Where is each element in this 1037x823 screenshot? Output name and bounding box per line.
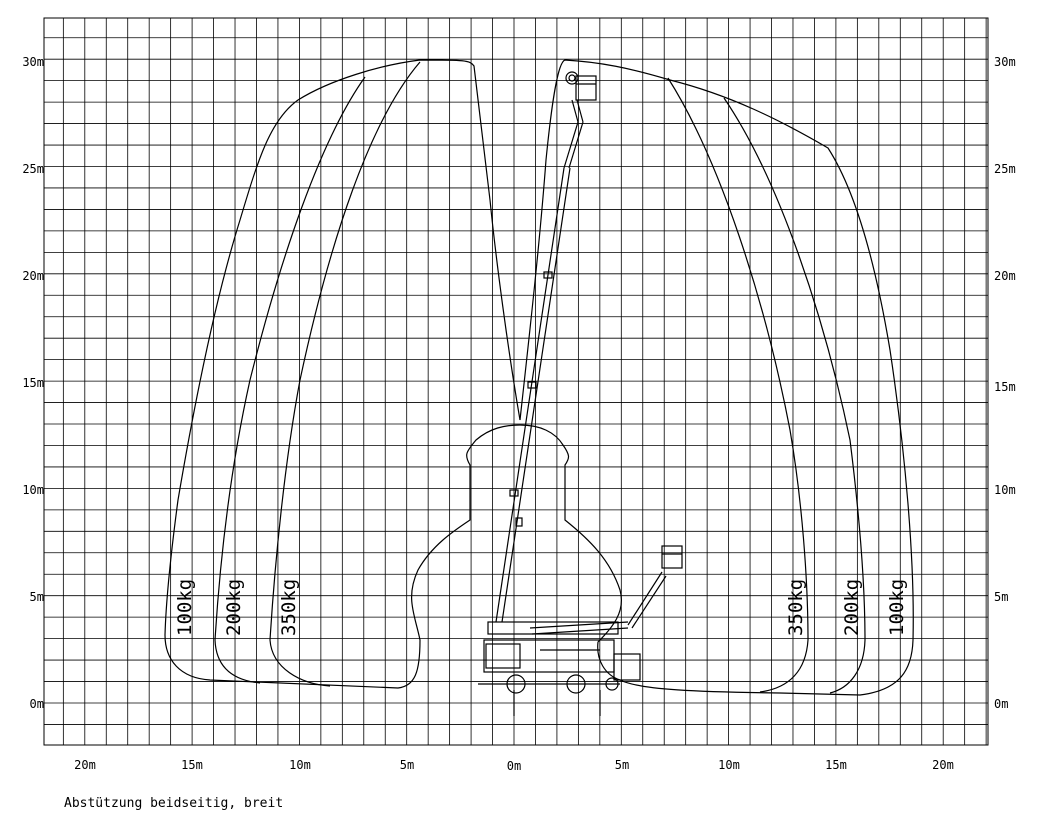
zone-label-right-100kg: 100kg — [886, 579, 908, 636]
x-tick-center-0: 0m — [507, 759, 521, 773]
truck-cab — [485, 643, 521, 669]
zone-boundary-350kg-left — [269, 61, 421, 687]
y-tick-left-0: 0m — [30, 697, 44, 711]
x-tick-left-10: 10m — [289, 758, 311, 772]
y-tick-left-30: 30m — [22, 55, 44, 69]
zone-label-right-350kg: 350kg — [785, 579, 807, 636]
x-tick-right-20: 20m — [932, 758, 954, 772]
y-tick-right-30: 30m — [994, 55, 1016, 69]
x-tick-right-5: 5m — [615, 758, 629, 772]
truck-chassis — [478, 545, 683, 716]
zone-label-left-200kg: 200kg — [223, 579, 245, 636]
y-tick-right-25: 25m — [994, 162, 1016, 176]
x-tick-left-5: 5m — [400, 758, 414, 772]
y-tick-right-20: 20m — [994, 269, 1016, 283]
y-tick-left-25: 25m — [22, 162, 44, 176]
zone-label-left-100kg: 100kg — [174, 579, 196, 636]
x-tick-right-15: 15m — [825, 758, 847, 772]
zone-label-right-200kg: 200kg — [841, 579, 863, 636]
y-tick-right-0: 0m — [994, 697, 1008, 711]
zone-boundary-200kg-left — [214, 76, 366, 684]
platform-basket-side — [661, 545, 683, 569]
y-tick-left-20: 20m — [22, 269, 44, 283]
outer-envelope-left — [164, 59, 521, 689]
y-tick-left-10: 10m — [22, 483, 44, 497]
zone-boundary-350kg-right — [667, 77, 809, 693]
y-tick-left-15: 15m — [22, 376, 44, 390]
y-tick-left-5: 5m — [30, 590, 44, 604]
grid — [43, 17, 989, 746]
outer-envelope-right — [519, 59, 914, 696]
y-tick-right-10: 10m — [994, 483, 1016, 497]
zone-boundary-200kg-right — [723, 97, 866, 694]
x-tick-left-15: 15m — [181, 758, 203, 772]
x-tick-left-20: 20m — [74, 758, 96, 772]
platform-basket-top — [575, 75, 597, 101]
platform-basket-stowed — [613, 653, 641, 681]
y-tick-right-15: 15m — [994, 380, 1016, 394]
working-envelope — [164, 59, 914, 696]
outrigger-caption: Abstützung beidseitig, breit — [64, 796, 284, 811]
x-tick-right-10: 10m — [718, 758, 740, 772]
zone-label-left-350kg: 350kg — [278, 579, 300, 636]
aerial-platform-boom-extended — [495, 71, 597, 623]
y-tick-right-5: 5m — [994, 590, 1008, 604]
